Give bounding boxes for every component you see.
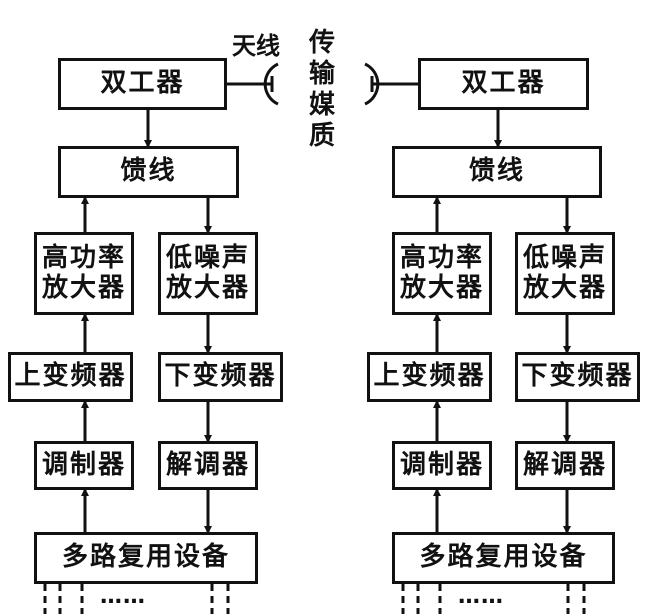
right-channel-dots: …… xyxy=(458,584,504,609)
left-demodulator-label: 解调器 xyxy=(165,449,250,480)
right-upconverter-label: 上变频器 xyxy=(373,361,486,392)
channel-lines xyxy=(43,584,586,614)
right-hpa: 高功率 放大器 xyxy=(392,232,492,315)
right-downconverter: 下变频器 xyxy=(515,352,640,402)
left-feeder: 馈线 xyxy=(58,146,239,198)
right-downconverter-label: 下变频器 xyxy=(521,361,634,392)
left-duplexer-label: 双工器 xyxy=(100,68,185,99)
medium-char: 媒 xyxy=(308,90,335,120)
left-downconverter-label: 下变频器 xyxy=(164,361,277,392)
right-duplexer-label: 双工器 xyxy=(461,68,546,99)
right-modulator-label: 调制器 xyxy=(399,449,484,480)
left-upconverter: 上变频器 xyxy=(8,352,133,402)
right-feeder: 馈线 xyxy=(392,146,602,198)
left-hpa: 高功率 放大器 xyxy=(34,232,134,315)
left-demodulator: 解调器 xyxy=(158,441,258,490)
left-downconverter: 下变频器 xyxy=(158,352,283,402)
left-mux-label: 多路复用设备 xyxy=(61,542,230,573)
medium-char: 质 xyxy=(308,121,335,151)
medium-char: 输 xyxy=(308,59,335,89)
right-demodulator: 解调器 xyxy=(515,441,615,490)
right-mux-label: 多路复用设备 xyxy=(419,542,588,573)
right-mux: 多路复用设备 xyxy=(392,532,615,584)
left-lna: 低噪声 放大器 xyxy=(158,232,258,315)
left-hpa-label: 高功率 放大器 xyxy=(41,242,126,303)
left-lna-label: 低噪声 放大器 xyxy=(165,242,250,303)
right-feeder-label: 馈线 xyxy=(468,156,525,187)
antenna-symbols xyxy=(258,62,385,106)
antenna-label: 天线 xyxy=(232,32,280,60)
right-demodulator-label: 解调器 xyxy=(522,449,607,480)
left-modulator-label: 调制器 xyxy=(41,449,126,480)
left-duplexer: 双工器 xyxy=(58,58,227,110)
medium-label: 传 输 媒 质 xyxy=(307,28,337,152)
right-hpa-label: 高功率 放大器 xyxy=(399,242,484,303)
right-modulator: 调制器 xyxy=(392,441,492,490)
right-duplexer: 双工器 xyxy=(418,58,589,110)
left-mux: 多路复用设备 xyxy=(34,532,258,584)
right-lna-label: 低噪声 放大器 xyxy=(522,242,607,303)
left-channel-dots: …… xyxy=(100,584,146,609)
left-feeder-label: 馈线 xyxy=(120,156,177,187)
left-upconverter-label: 上变频器 xyxy=(14,361,127,392)
right-upconverter: 上变频器 xyxy=(367,352,492,402)
right-lna: 低噪声 放大器 xyxy=(515,232,615,315)
medium-char: 传 xyxy=(308,28,335,58)
left-modulator: 调制器 xyxy=(34,441,134,490)
